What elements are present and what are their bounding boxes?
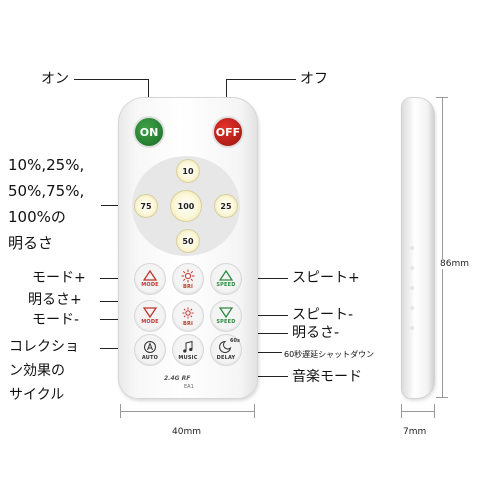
music-note-icon [183,340,193,353]
delay-caption: DELAY [216,354,236,361]
brightness-100-label: 100 [177,201,195,211]
leader-mode-down [100,319,134,320]
dim-width-line [120,411,254,412]
leader-mode-up [100,278,134,279]
auto-button[interactable]: AUTO [134,334,166,366]
brightness-100-button[interactable]: 100 [170,190,202,222]
music-caption: MUSIC [178,354,198,361]
dim-depth-tick-right [434,404,435,418]
on-button[interactable]: ON [133,116,165,148]
leader-auto [100,348,134,349]
label-speed-down: スピート- [292,307,354,323]
brightness-50-label: 50 [182,236,194,246]
bri-up-caption: BRI [182,283,194,290]
triangle-down-icon [143,307,157,318]
label-auto-line-3: サイクル [9,387,65,403]
label-delay: 60秒遅延シャットダウン [284,350,375,359]
dim-height-line [442,97,443,397]
mode-down-caption: MODE [141,319,159,325]
mode-up-button[interactable]: MODE [134,263,166,295]
side-dot [410,266,414,270]
bri-down-button[interactable]: BRI [172,300,204,332]
remote-side-view [401,97,435,399]
dim-depth-label: 7mm [403,427,427,437]
label-bri-up: 明るさ+ [28,292,82,308]
brightness-10-button[interactable]: 10 [176,159,200,183]
mode-up-caption: MODE [141,282,159,288]
triangle-up-icon [219,270,233,281]
triangle-down-icon [219,307,233,318]
bri-up-button[interactable]: BRI [172,263,204,295]
dim-width-label: 40mm [172,427,201,437]
off-button[interactable]: OFF [212,116,244,148]
side-dot [410,286,414,290]
label-speed-up: スピート+ [292,270,360,286]
label-auto: コレクショ ン効果の サイクル [9,335,79,407]
music-button[interactable]: MUSIC [172,334,204,366]
brightness-75-button[interactable]: 75 [134,194,158,218]
label-off: オフ [300,71,328,87]
label-mode-down: モード- [32,312,80,328]
auto-cycle-icon [144,340,156,353]
sun-icon [182,307,194,318]
label-brightness-levels: 10%,25%, 50%,75%, 100%の 明るさ [8,152,84,256]
label-on: オン [41,71,69,87]
brand-text: 2.4G RF [164,375,191,382]
leader-off-h [226,79,296,80]
leader-on-h [74,79,148,80]
label-mode-up: モード+ [32,270,86,286]
speed-down-caption: SPEED [216,319,236,325]
dim-width-tick-right [254,404,255,418]
label-brightness-line-3: 100%の [8,208,66,226]
sun-icon [181,269,195,282]
side-dot [410,306,414,310]
brightness-75-label: 75 [140,201,152,211]
speed-up-button[interactable]: SPEED [210,263,242,295]
leader-speed-down [246,315,288,316]
bri-down-caption: BRI [182,320,194,327]
speed-up-caption: SPEED [216,282,236,288]
label-brightness-line-1: 10%,25%, [8,156,85,174]
dim-depth-line [401,411,434,412]
label-auto-line-2: ン効果の [9,363,65,379]
brightness-10-label: 10 [182,166,194,176]
triangle-up-icon [143,270,157,281]
moon-icon [219,340,232,353]
brightness-25-label: 25 [220,201,232,211]
speed-down-button[interactable]: SPEED [210,300,242,332]
auto-caption: AUTO [141,354,159,361]
dim-height-tick-bottom [436,397,448,398]
leader-speed-up [246,278,288,279]
label-brightness-line-2: 50%,75%, [8,182,85,200]
label-bri-down: 明るさ- [292,325,340,341]
dim-height-label: 86mm [440,259,469,269]
leader-delay [244,352,282,353]
mode-down-button[interactable]: MODE [134,300,166,332]
label-brightness-line-4: 明るさ [8,234,54,252]
side-dot [410,326,414,330]
label-auto-line-1: コレクショ [9,339,79,355]
delay-button[interactable]: 60s DELAY [210,334,242,366]
model-text: EA1 [184,384,194,390]
brightness-50-button[interactable]: 50 [176,229,200,253]
label-music: 音楽モード [292,369,362,385]
delay-badge: 60s [230,338,240,344]
side-dot [410,246,414,250]
leader-brightness [101,205,133,206]
brightness-25-button[interactable]: 25 [214,194,238,218]
